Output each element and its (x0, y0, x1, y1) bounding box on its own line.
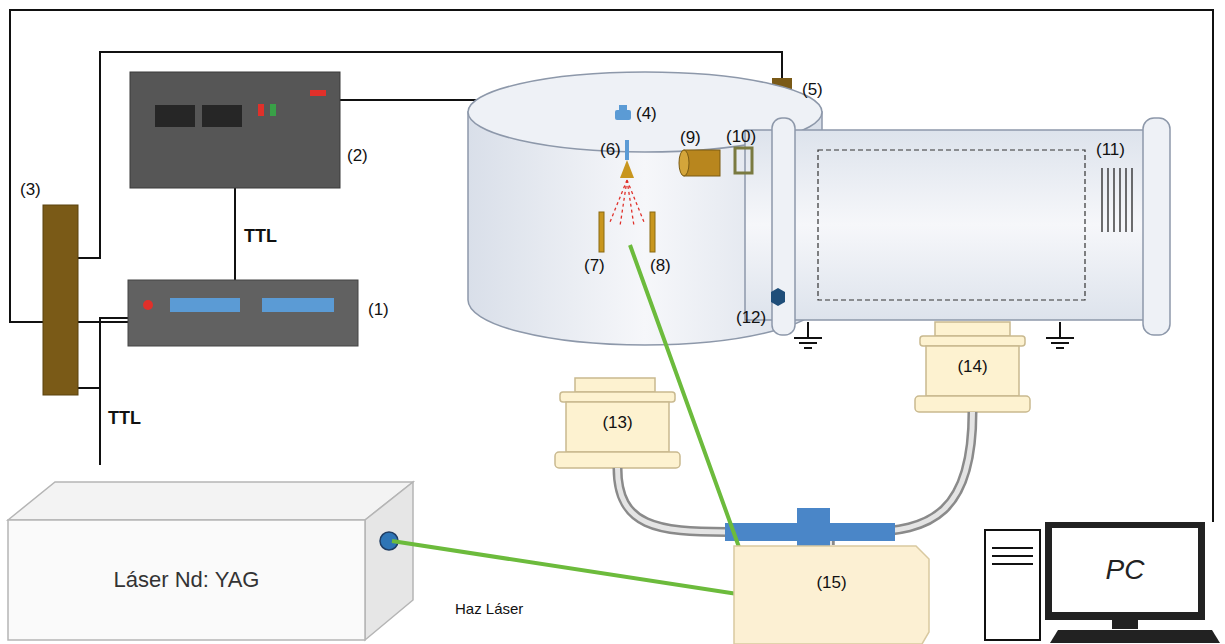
node-text: PC (1106, 554, 1145, 586)
callout-number: (12) (736, 308, 766, 328)
laser-body (8, 482, 413, 640)
callout-number: (6) (600, 140, 621, 160)
einzel-lens (679, 150, 720, 176)
pulse-generator (128, 280, 358, 346)
detector-feed (771, 288, 785, 306)
callout-number: (8) (650, 256, 671, 276)
deflector (735, 148, 752, 173)
callout-number: (4) (636, 104, 657, 124)
electrode-plate (650, 212, 655, 252)
electrode-plate (599, 212, 604, 252)
pump-label: (13) (555, 378, 680, 468)
pump-label: (14) (915, 322, 1030, 412)
callout-number: (2) (347, 146, 368, 166)
computer-screen: PC (1055, 532, 1195, 608)
node-text: (15) (816, 573, 846, 593)
callout-number: (1) (368, 300, 389, 320)
delay-generator (130, 72, 340, 188)
flight-tube (745, 118, 1170, 335)
callout-number: (11) (1096, 140, 1125, 160)
node-text: (13) (602, 413, 632, 433)
callout-number: (10) (726, 127, 756, 147)
beam-label: Haz Láser (455, 600, 523, 617)
laser-box: Láser Nd: YAG (8, 525, 365, 635)
laser-beam (392, 245, 757, 597)
callout-number: (9) (680, 128, 701, 148)
node-text: (14) (957, 357, 987, 377)
signal-name: TTL (244, 226, 277, 247)
node-text: Láser Nd: YAG (114, 567, 260, 593)
plume (610, 180, 644, 226)
signal-wire (10, 10, 1213, 522)
callout-number: (7) (584, 256, 605, 276)
pump-controller: (15) (733, 545, 930, 644)
connector-bar (43, 205, 78, 395)
callout-number: (5) (802, 80, 823, 100)
callout-number: (3) (20, 180, 41, 200)
vacuum-pump (915, 322, 1030, 412)
signal-name: TTL (108, 408, 141, 429)
vacuum-pump (555, 378, 680, 468)
ground-symbol (794, 322, 1074, 348)
cabinet-outline (733, 545, 930, 644)
computer (985, 522, 1220, 643)
